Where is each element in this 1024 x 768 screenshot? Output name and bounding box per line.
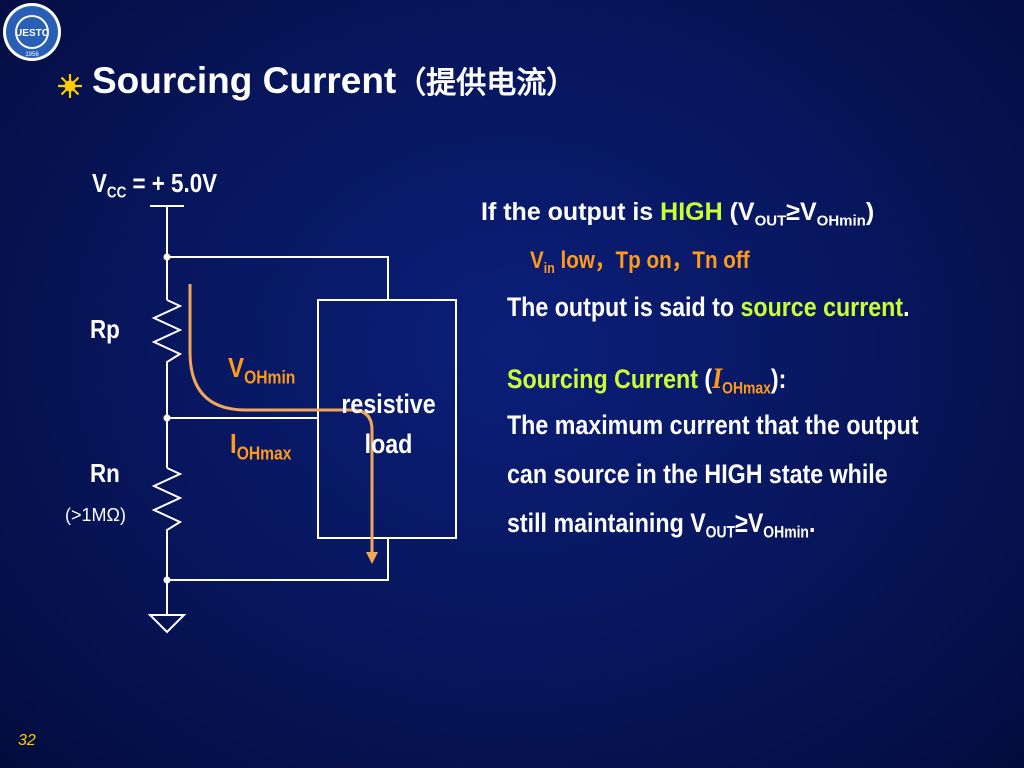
load-box [317, 299, 457, 539]
text-line-5: The maximum current that the output [507, 410, 919, 440]
university-logo: UESTC 1956 [2, 2, 62, 62]
text-line-7: still maintaining VOUT≥VOHmin. [507, 508, 816, 542]
rn-note: (>1MΩ) [65, 505, 126, 525]
vohmin-label: VOHmin [228, 352, 296, 388]
load-label: resistive load [341, 389, 436, 459]
rp-label: Rp [90, 314, 120, 344]
node-mid [163, 414, 171, 422]
logo-year: 1956 [25, 52, 39, 58]
logo-text: UESTC [15, 28, 49, 39]
wire-top-right [167, 256, 389, 300]
current-path [188, 284, 374, 556]
wire-bottom-right [167, 538, 389, 581]
node-bottom [163, 576, 171, 584]
rn-resistor [151, 467, 183, 540]
ground-symbol [147, 614, 187, 634]
text-line-3: The output is said to source current. [507, 292, 910, 322]
page-number: 32 [18, 732, 36, 749]
current-arrow-icon [366, 552, 378, 564]
iohmax-label: IOHmax [230, 428, 292, 464]
text-line-4: Sourcing Current (IOHmax): [507, 362, 787, 398]
text-line-2: Vin low，Tp on，Tn off [530, 247, 750, 278]
sun-bullet-icon [58, 74, 82, 98]
text-line-1: If the output is HIGH (VOUT≥VOHmin) [481, 198, 875, 230]
title-bullet [56, 72, 84, 105]
university-seal-logo: UESTC 1956 [3, 3, 61, 61]
vcc-label: VCC = + 5.0V [92, 168, 218, 202]
title-chinese: （提供电流） [396, 66, 577, 101]
node-top [163, 253, 171, 261]
rn-label: Rn [90, 458, 120, 488]
slide-title: Sourcing Current（提供电流） [92, 58, 576, 102]
title-text: Sourcing Current [92, 60, 397, 101]
text-line-6: can source in the HIGH state while [507, 459, 888, 489]
rp-resistor [151, 299, 183, 370]
